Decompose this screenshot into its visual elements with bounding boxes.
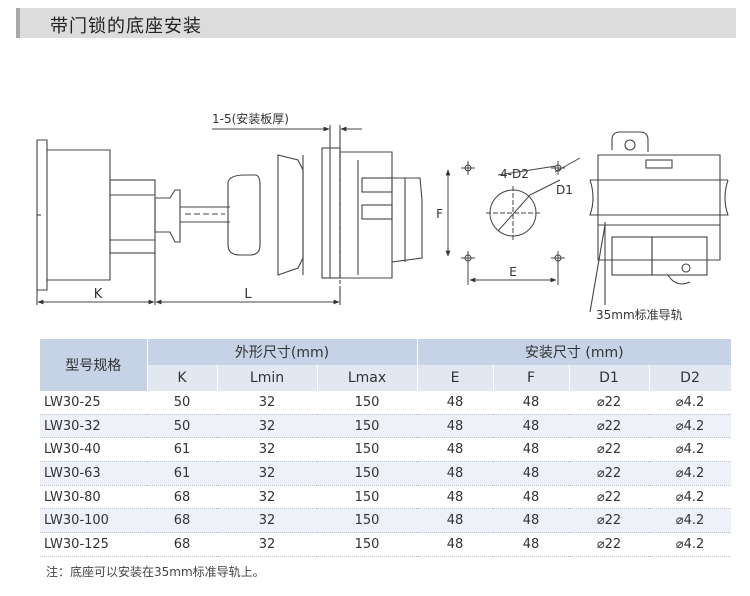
column-header: Lmax — [317, 365, 418, 391]
table-cell: 48 — [417, 508, 493, 534]
panel-thickness-label: 1-5(安装板厚) — [212, 111, 289, 126]
table-row: LW30-125 68 32 150 48 48 ⌀22 ⌀4.2 — [40, 532, 732, 557]
table-cell: ⌀4.2 — [649, 461, 732, 486]
model-cell: LW30-63 — [40, 461, 147, 486]
table-cell: 48 — [493, 391, 569, 415]
table-row: LW30-25 50 32 150 48 48 ⌀22 ⌀4.2 — [40, 391, 732, 415]
table-cell: 48 — [417, 461, 493, 486]
table-row: LW30-40 61 32 150 48 48 ⌀22 ⌀4.2 — [40, 437, 732, 463]
table-cell: 68 — [147, 485, 217, 510]
table-cell: 32 — [217, 485, 317, 510]
table-cell: ⌀22 — [569, 532, 649, 557]
column-header: E — [417, 365, 494, 391]
table-row: LW30-80 68 32 150 48 48 ⌀22 ⌀4.2 — [40, 485, 732, 510]
model-cell: LW30-25 — [40, 391, 147, 415]
column-header: F — [493, 365, 570, 391]
installation-drawing: K L 1-5(安装板厚) 4-D2 D1 F E — [36, 111, 729, 322]
table-cell: 61 — [147, 461, 217, 486]
table-cell: ⌀4.2 — [649, 414, 732, 439]
column-header: D1 — [569, 365, 650, 391]
table-cell: 48 — [493, 508, 569, 534]
table-cell: ⌀22 — [569, 414, 649, 439]
footnote: 注：底座可以安装在35mm标准导轨上。 — [46, 565, 265, 579]
table-cell: ⌀4.2 — [649, 532, 732, 557]
table-cell: 48 — [493, 485, 569, 510]
model-header: 型号规格 — [40, 339, 148, 391]
table-cell: 32 — [217, 391, 317, 415]
table-cell: ⌀22 — [569, 485, 649, 510]
table-cell: 150 — [317, 508, 417, 534]
rail-mount-view — [589, 131, 729, 313]
column-header: D2 — [649, 365, 732, 391]
table-cell: 150 — [317, 485, 417, 510]
hole-pattern — [445, 157, 581, 285]
table-cell: ⌀4.2 — [649, 508, 732, 534]
table-cell: ⌀22 — [569, 508, 649, 534]
table-cell: ⌀4.2 — [649, 437, 732, 463]
outer-dimensions-header: 外形尺寸(mm) — [147, 339, 418, 365]
model-cell: LW30-32 — [40, 414, 147, 439]
f-dimension-label: F — [436, 207, 443, 221]
table-cell: 32 — [217, 532, 317, 557]
table-cell: 68 — [147, 532, 217, 557]
l-dimension-label: L — [244, 287, 252, 302]
table-cell: 32 — [217, 437, 317, 463]
table-cell: 150 — [317, 391, 417, 415]
spec-table: 型号规格 外形尺寸(mm) 安装尺寸 (mm) K Lmin Lmax E F … — [40, 339, 732, 557]
table-cell: ⌀22 — [569, 461, 649, 486]
model-cell: LW30-40 — [40, 437, 147, 463]
table-cell: 61 — [147, 437, 217, 463]
table-cell: 48 — [417, 391, 493, 415]
model-cell: LW30-80 — [40, 485, 147, 510]
table-cell: ⌀22 — [569, 391, 649, 415]
table-cell: 48 — [493, 461, 569, 486]
table-row: LW30-63 61 32 150 48 48 ⌀22 ⌀4.2 — [40, 461, 732, 486]
table-cell: 32 — [217, 414, 317, 439]
table-cell: 50 — [147, 391, 217, 415]
table-row: LW30-100 68 32 150 48 48 ⌀22 ⌀4.2 — [40, 508, 732, 534]
model-cell: LW30-125 — [40, 532, 147, 557]
rail-label: 35mm标准导轨 — [596, 308, 683, 322]
table-cell: 32 — [217, 461, 317, 486]
column-header: K — [147, 365, 218, 391]
section-title: 带门锁的底座安装 — [50, 16, 202, 37]
table-cell: 48 — [417, 532, 493, 557]
table-cell: ⌀4.2 — [649, 391, 732, 415]
table-cell: 48 — [417, 414, 493, 439]
side-view — [36, 125, 423, 305]
table-cell: ⌀4.2 — [649, 485, 732, 510]
table-cell: 48 — [493, 437, 569, 463]
model-cell: LW30-100 — [40, 508, 147, 534]
e-dimension-label: E — [509, 265, 517, 279]
table-cell: 68 — [147, 508, 217, 534]
hole-spec-label: 4-D2 — [500, 167, 529, 181]
mounting-dimensions-header: 安装尺寸 (mm) — [417, 339, 732, 365]
table-cell: 48 — [493, 532, 569, 557]
dimension-lines — [37, 126, 362, 305]
table-row: LW30-32 50 32 150 48 48 ⌀22 ⌀4.2 — [40, 414, 732, 439]
table-cell: ⌀22 — [569, 437, 649, 463]
section-title-bar: 带门锁的底座安装 — [16, 8, 736, 38]
table-cell: 150 — [317, 437, 417, 463]
table-cell: 48 — [417, 485, 493, 510]
table-cell: 150 — [317, 414, 417, 439]
d1-label: D1 — [556, 183, 573, 197]
table-cell: 48 — [417, 437, 493, 463]
table-cell: 48 — [493, 414, 569, 439]
table-cell: 150 — [317, 461, 417, 486]
column-header: Lmin — [217, 365, 318, 391]
table-cell: 150 — [317, 532, 417, 557]
table-cell: 32 — [217, 508, 317, 534]
k-dimension-label: K — [94, 287, 103, 302]
table-cell: 50 — [147, 414, 217, 439]
